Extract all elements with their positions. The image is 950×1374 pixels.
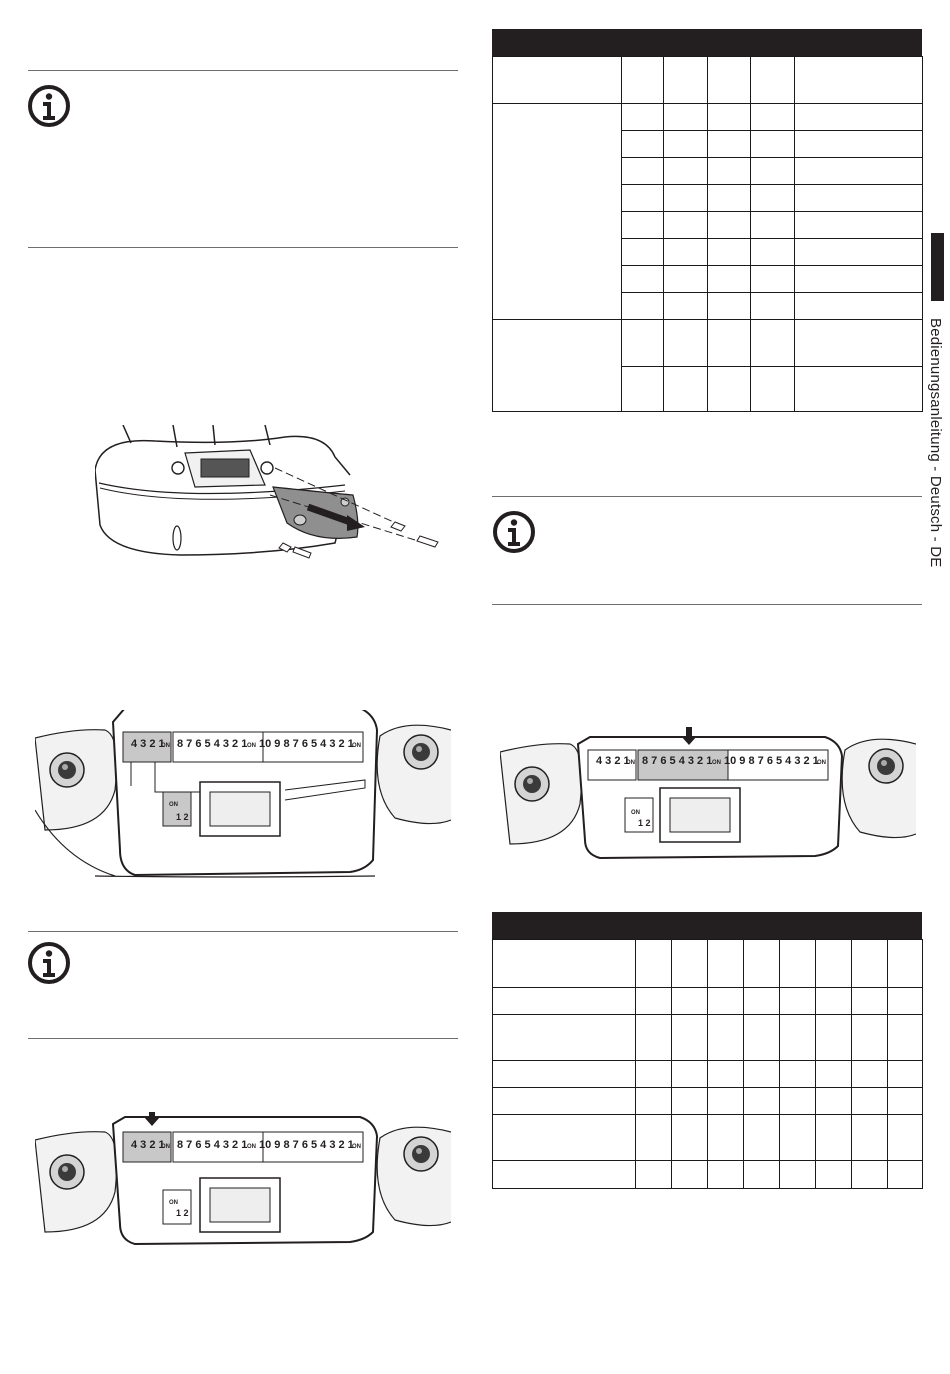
svg-text:8 7 6 5 4 3 2 1: 8 7 6 5 4 3 2 1 [642,755,712,767]
section-rule [28,70,458,71]
svg-text:8 7 6 5 4 3 2 1: 8 7 6 5 4 3 2 1 [177,738,247,750]
svg-text:ON: ON [352,1144,361,1150]
svg-text:10 9 8 7 6 5 4 3 2 1: 10 9 8 7 6 5 4 3 2 1 [259,1139,354,1151]
settings-table [492,56,923,412]
info-icon [28,85,70,127]
section-rule [28,1038,458,1039]
section-rule [492,604,922,605]
svg-text:ON: ON [161,1144,170,1150]
svg-text:4 3 2 1: 4 3 2 1 [131,738,165,750]
svg-text:8 7 6 5 4 3 2 1: 8 7 6 5 4 3 2 1 [177,1139,247,1151]
table-header-bar [492,29,922,56]
section-rule [28,931,458,932]
svg-text:ON: ON [626,760,635,766]
svg-text:4 3 2 1: 4 3 2 1 [596,755,630,767]
dip-switch-panel-illustration: 4 3 2 1 ON 8 7 6 5 4 3 2 1 ON 10 9 8 7 6… [35,710,451,878]
camera-cover-removal-illustration [95,425,439,559]
section-rule [28,247,458,248]
svg-text:ON: ON [169,802,178,808]
svg-text:ON: ON [712,760,721,766]
svg-text:4 3 2 1: 4 3 2 1 [131,1139,165,1151]
info-icon [493,511,535,553]
svg-text:ON: ON [169,1200,178,1206]
svg-text:ON: ON [817,760,826,766]
svg-text:1 2: 1 2 [176,812,189,822]
svg-text:1 2: 1 2 [638,818,651,828]
svg-text:1 2: 1 2 [176,1208,189,1218]
switch-table [492,939,923,1189]
svg-text:ON: ON [161,743,170,749]
section-rule [492,496,922,497]
svg-text:ON: ON [247,1144,256,1150]
svg-text:10 9 8 7 6 5 4 3 2 1: 10 9 8 7 6 5 4 3 2 1 [259,738,354,750]
dip-switch-panel-illustration: 4 3 2 1 ON 8 7 6 5 4 3 2 1 ON 10 9 8 7 6… [35,1112,451,1246]
language-tab-marker [931,233,944,301]
svg-text:10 9 8 7 6 5 4 3 2 1: 10 9 8 7 6 5 4 3 2 1 [724,755,819,767]
table-header-bar [492,912,922,939]
manual-language-label: Bedienungsanleitung - Deutsch - DE [927,318,944,568]
svg-text:ON: ON [247,743,256,749]
svg-text:ON: ON [631,810,640,816]
info-icon [28,942,70,984]
svg-text:ON: ON [352,743,361,749]
dip-switch-panel-illustration: 4 3 2 1 ON 8 7 6 5 4 3 2 1 ON 10 9 8 7 6… [500,727,916,859]
